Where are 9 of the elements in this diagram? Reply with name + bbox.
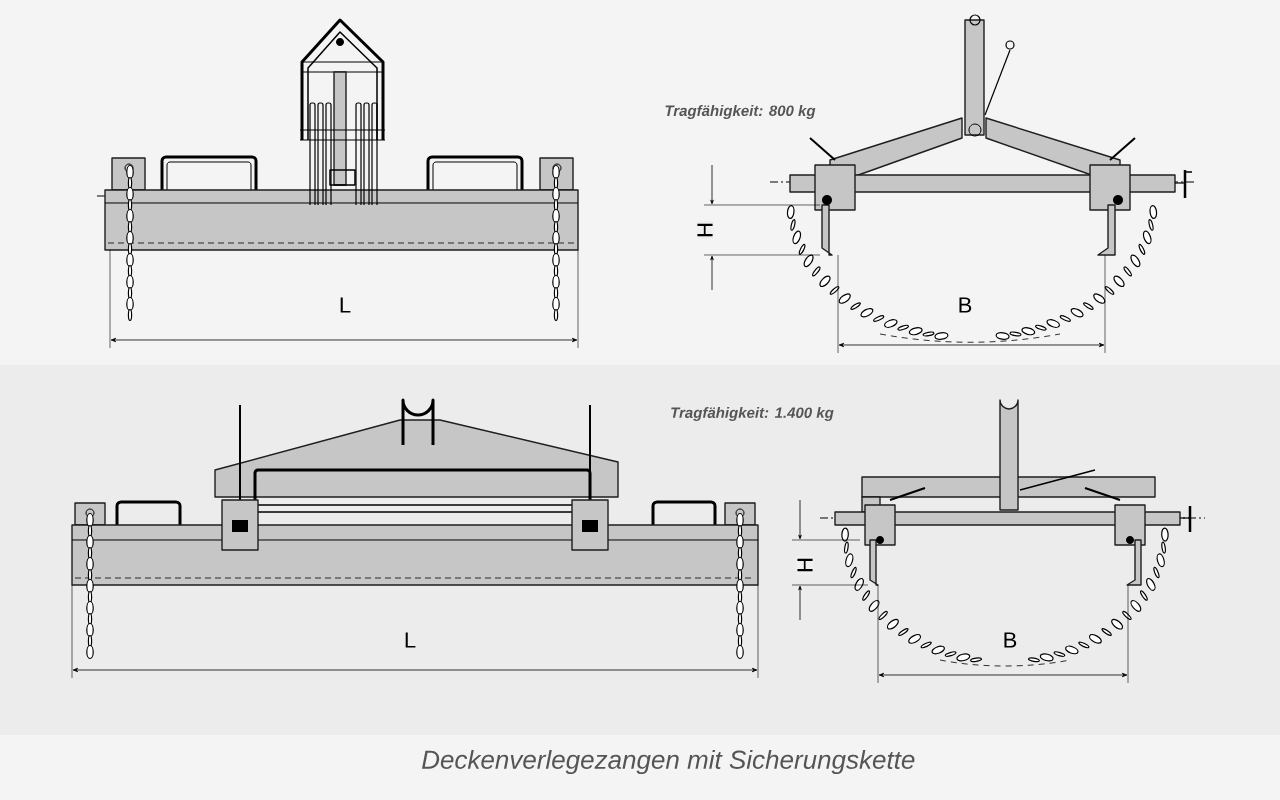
capacity-label: Tragfähigkeit: 1.400 kg [671,407,834,421]
capacity-label: Tragfähigkeit: 800 kg [665,105,816,119]
dimension-label: L [405,632,416,648]
dimension-label: H [796,556,814,574]
dimension-label: B [959,297,972,313]
dimension-label: H [696,221,714,239]
dimension-label: B [1004,632,1017,648]
caption: Deckenverlegezangen mit Sicherungskette [422,749,915,775]
dimension-label: L [340,297,351,313]
